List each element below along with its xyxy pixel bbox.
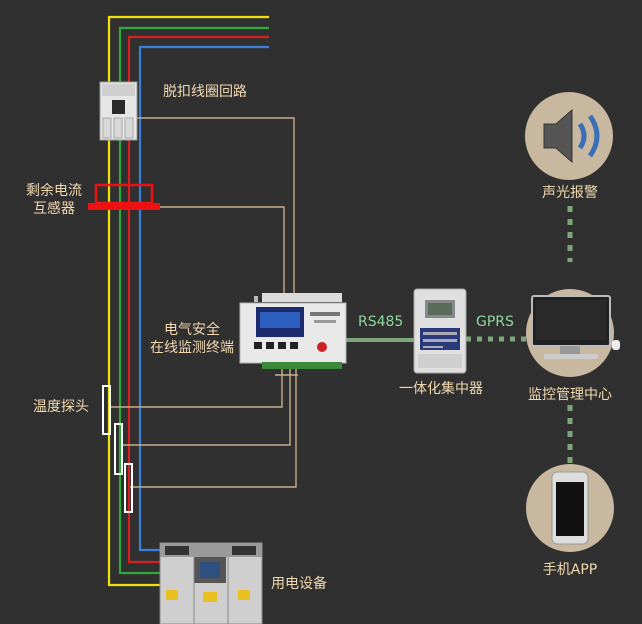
temp-probe-icons xyxy=(102,385,133,513)
phone-icon xyxy=(526,464,614,552)
ct-icon xyxy=(88,183,160,210)
switchgear-icon xyxy=(159,542,263,624)
terminal-label-line1: 电气安全 xyxy=(164,322,220,338)
wire-blue xyxy=(138,45,269,552)
terminal-label-line2: 在线监测终端 xyxy=(150,340,234,356)
equipment-label: 用电设备 xyxy=(271,576,327,592)
speaker-icon xyxy=(525,92,613,180)
computer-icon xyxy=(526,289,620,377)
rs485-link-label: RS485 xyxy=(358,314,404,330)
breaker-icon xyxy=(99,81,138,141)
residual-current-label-line1: 剩余电流 xyxy=(26,183,82,199)
temp-probe-label: 温度探头 xyxy=(33,399,89,415)
alarm-label: 声光报警 xyxy=(542,185,598,201)
concentrator-label: 一体化集中器 xyxy=(399,381,483,397)
wire-yellow xyxy=(107,15,269,587)
gprs-link-label: GPRS xyxy=(476,314,514,330)
terminal-device-icon xyxy=(239,293,347,369)
trip-coil-label: 脱扣线圈回路 xyxy=(163,84,247,100)
concentrator-meter-icon xyxy=(413,288,467,374)
comm-links xyxy=(345,206,573,465)
wire-red xyxy=(127,35,269,564)
wire-green xyxy=(118,26,269,575)
signal-lines xyxy=(110,117,298,488)
residual-current-label-line2: 互感器 xyxy=(33,201,75,217)
center-label: 监控管理中心 xyxy=(528,387,612,403)
app-label: 手机APP xyxy=(542,562,598,578)
phase-wires xyxy=(107,15,269,587)
